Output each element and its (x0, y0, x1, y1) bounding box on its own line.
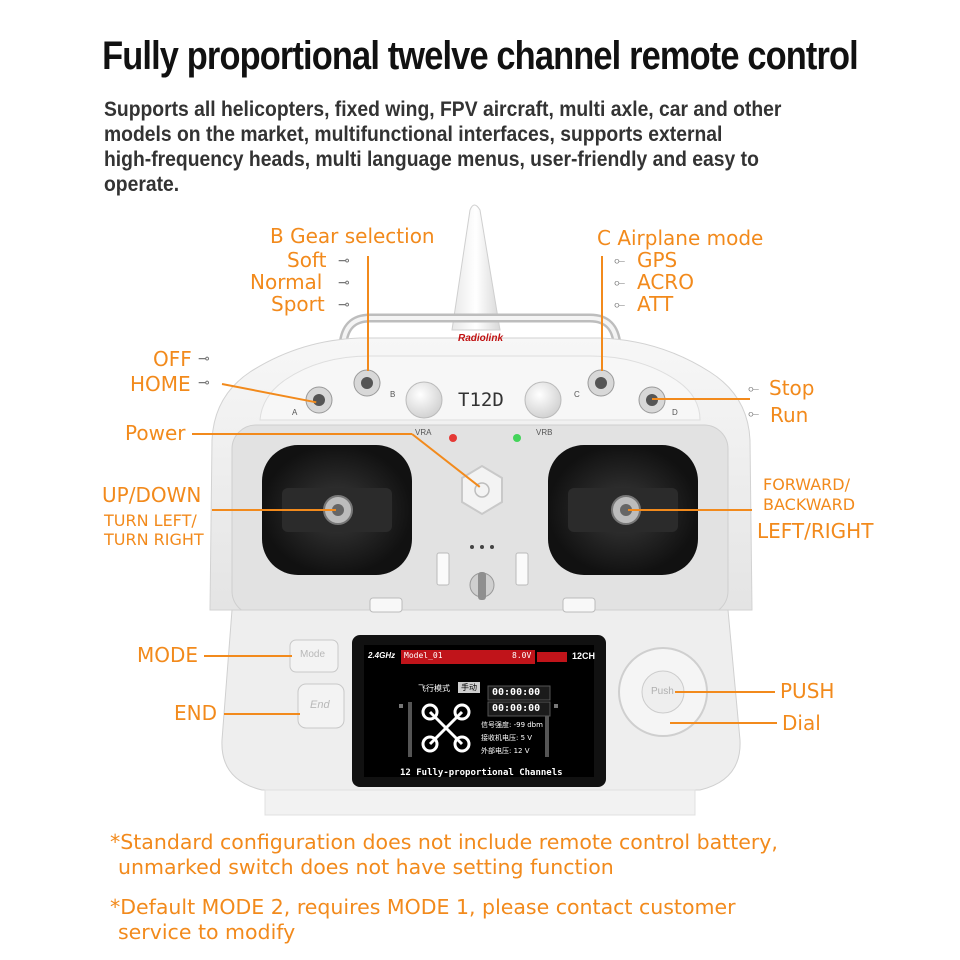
description-line: models on the market, multifunctional in… (104, 123, 723, 146)
knob-vrb (524, 381, 562, 419)
label-mode: MODE (137, 643, 199, 667)
description: Supports all helicopters, fixed wing, FP… (104, 97, 803, 197)
label-sport: Sport (271, 292, 325, 316)
label-acro: ACRO (637, 270, 694, 294)
switch-up-icon: ⊸ (338, 252, 350, 268)
description-line: high-frequency heads, multi language men… (104, 148, 759, 171)
switch-d (638, 386, 666, 414)
power-button (461, 464, 503, 516)
callout-line (652, 398, 750, 400)
brand-logo: Radiolink (458, 333, 504, 344)
vra-label: VRA (415, 428, 432, 437)
switch-mid-icon: ⟜ (614, 274, 626, 290)
label-gps: GPS (637, 248, 678, 272)
label-turn-left: TURN LEFT/ (104, 511, 197, 530)
callout-line (224, 713, 300, 715)
led-green (513, 434, 521, 442)
description-line: operate. (104, 173, 180, 196)
label-up-down: UP/DOWN (102, 483, 202, 507)
switch-mid-icon: ⊸ (338, 274, 350, 290)
label-backward: BACKWARD (763, 495, 856, 514)
lcd-timer-2: 00:00:00 (492, 703, 541, 714)
callout-line (192, 433, 412, 435)
label-dial: Dial (782, 711, 821, 735)
description-line: Supports all helicopters, fixed wing, FP… (104, 98, 782, 121)
label-home: HOME (130, 372, 191, 396)
switch-a-label: A (292, 408, 298, 417)
label-power: Power (125, 421, 186, 445)
lcd-flight-mode-value: 手动 (458, 682, 480, 693)
vrb-label: VRB (536, 428, 553, 437)
footnote-line: unmarked switch does not have setting fu… (118, 855, 614, 879)
switch-c-label: C (574, 390, 580, 399)
led-red (449, 434, 457, 442)
label-end: END (174, 701, 217, 725)
callout-line (628, 509, 752, 511)
switch-down-icon: ⟜ (748, 405, 760, 421)
label-b-gear-selection: B Gear selection (270, 224, 435, 248)
switch-c (587, 369, 615, 397)
switch-b-label: B (390, 390, 396, 399)
switch-b (353, 369, 381, 397)
label-run: Run (770, 403, 809, 427)
end-button (297, 683, 345, 729)
lcd-model-name: Model_01 (404, 651, 443, 660)
callout-line (212, 509, 336, 511)
label-att: ATT (637, 292, 674, 316)
callout-line (204, 655, 292, 657)
drone-icon (421, 703, 471, 753)
footnote-line: service to modify (118, 920, 296, 944)
lcd-band: 2.4GHz (368, 651, 396, 660)
label-left-right: LEFT/RIGHT (757, 519, 874, 543)
knob-vra (405, 381, 443, 419)
switch-down-icon: ⊸ (338, 296, 350, 312)
switch-up-icon: ⟜ (748, 380, 760, 396)
switch-down-icon: ⊸ (198, 374, 210, 390)
footnote-mode: *Default MODE 2, requires MODE 1, please… (110, 895, 736, 945)
switch-up-icon: ⟜ (614, 252, 626, 268)
label-forward: FORWARD/ (763, 475, 850, 494)
lcd-screen (364, 645, 594, 777)
callout-line (601, 256, 603, 371)
lcd-voltage: 8.0V (512, 651, 532, 660)
end-button-label[interactable]: End (310, 699, 330, 711)
model-name: T12D (458, 389, 504, 411)
push-button-label[interactable]: Push (651, 686, 674, 697)
label-off: OFF (153, 347, 192, 371)
lcd-rx-voltage: 接收机电压: 5 V (481, 734, 533, 742)
callout-line (675, 691, 775, 693)
lcd-channels: 12CH (572, 651, 596, 661)
label-normal: Normal (250, 270, 323, 294)
switch-down-icon: ⟜ (614, 296, 626, 312)
switch-d-label: D (672, 408, 678, 417)
footnote-battery: *Standard configuration does not include… (110, 830, 778, 880)
lcd-ext-voltage: 外部电压: 12 V (481, 747, 530, 755)
footnote-line: *Standard configuration does not include… (110, 830, 778, 854)
lcd-signal: 信号强度: -99 dbm (481, 721, 543, 729)
footnote-line: *Default MODE 2, requires MODE 1, please… (110, 895, 736, 919)
lcd-footer: 12 Fully-proportional Channels (400, 768, 563, 778)
lcd-flight-mode-label: 飞行模式 (418, 684, 450, 693)
label-push: PUSH (780, 679, 835, 703)
switch-up-icon: ⊸ (198, 350, 210, 366)
lcd-timer-1: 00:00:00 (492, 687, 541, 698)
antenna (451, 204, 501, 331)
page-title: Fully proportional twelve channel remote… (102, 34, 859, 78)
label-turn-right: TURN RIGHT (104, 530, 204, 549)
label-c-airplane-mode: C Airplane mode (597, 226, 764, 250)
label-stop: Stop (769, 376, 815, 400)
callout-line (670, 722, 777, 724)
mode-button-label[interactable]: Mode (300, 649, 326, 660)
callout-line (367, 256, 369, 371)
label-soft: Soft (287, 248, 327, 272)
